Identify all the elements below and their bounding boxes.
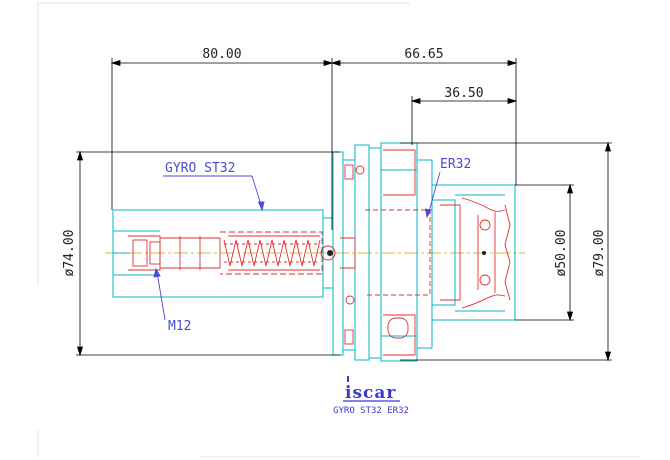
dimension-lines: [76, 58, 612, 362]
leader-lines: [153, 171, 441, 321]
section-detail: [128, 231, 323, 275]
dim-shank-diameter: ø74.00: [62, 230, 77, 277]
label-shank: GYRO ST32: [165, 161, 235, 176]
dim-collet-length: 36.50: [444, 86, 483, 101]
head-section: [340, 149, 511, 356]
frame-lines: [37, 2, 640, 458]
logo-text: iscar: [345, 383, 396, 403]
dim-shank-length: 80.00: [202, 47, 241, 62]
label-collet: ER32: [440, 157, 471, 172]
spring: [223, 239, 321, 267]
shank-outline: [112, 209, 334, 298]
brand-logo: iscar: [343, 376, 400, 403]
dim-head-length: 66.65: [404, 47, 443, 62]
dim-collet-diameter: ø50.00: [554, 230, 569, 277]
brand-caption: GYRO ST32 ER32: [333, 406, 409, 416]
head-outline: [332, 142, 516, 362]
center-screw: [320, 245, 486, 261]
label-thread: M12: [168, 319, 191, 334]
dim-flange-diameter: ø79.00: [592, 230, 607, 277]
